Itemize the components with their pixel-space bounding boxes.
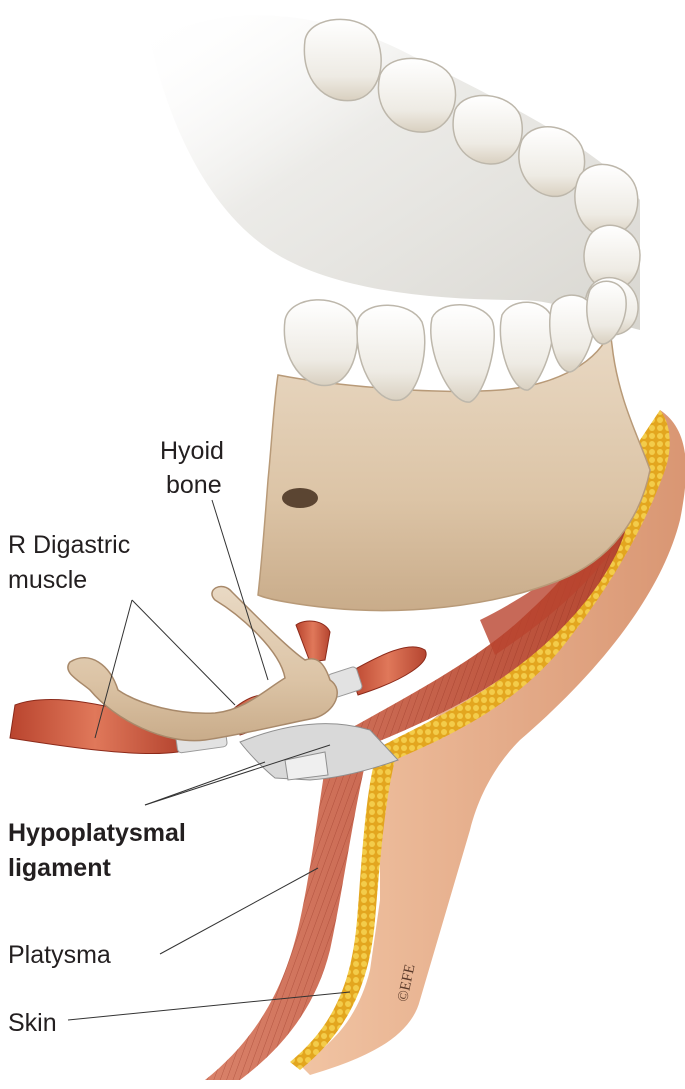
leader-hypo-1: [144, 761, 266, 806]
hypoplatysmal-ligament-shape: [239, 723, 399, 781]
leader-lines: [67, 499, 351, 1021]
label-skin: Skin: [8, 1009, 57, 1037]
digastric-muscle-left: [9, 699, 181, 754]
lower-teeth: [283, 280, 627, 403]
label-hyoid-line2: bone: [166, 471, 222, 499]
label-digastric-line2: muscle: [8, 566, 88, 594]
stylohyoid-muscle: [295, 620, 331, 663]
hyoid-complex: [9, 585, 427, 781]
leader-digastric-2: [131, 599, 236, 706]
label-platysma: Platysma: [8, 941, 111, 969]
label-digastric-line1: R Digastric: [8, 531, 131, 559]
label-hypoplatysmal-line2: ligament: [8, 854, 111, 882]
digastric-muscle-right: [349, 646, 427, 696]
label-hyoid-line1: Hyoid: [160, 437, 224, 465]
mandible: [257, 280, 651, 612]
label-hypoplatysmal-line1: Hypoplatysmal: [8, 819, 186, 847]
hyoid-bone-shape: [67, 585, 338, 742]
leader-hyoid: [211, 499, 269, 681]
leader-skin: [67, 991, 351, 1021]
leader-hypo-2: [144, 744, 331, 806]
leader-digastric-1: [94, 599, 133, 739]
mental-foramen: [282, 488, 318, 508]
upper-jaw: [150, 15, 641, 336]
leader-platysma: [159, 867, 319, 955]
